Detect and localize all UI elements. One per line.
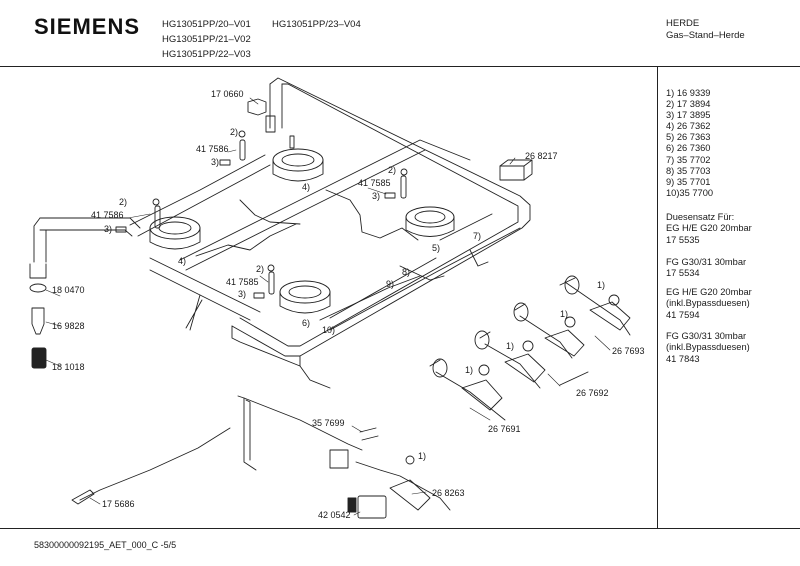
- parts-list-item: 3) 17 3895: [666, 110, 711, 121]
- callout-ref: 3): [211, 157, 220, 167]
- header-divider: [0, 66, 800, 67]
- callout-part-number: 41 7585: [358, 178, 391, 188]
- callout-part-number: 41 7585: [226, 277, 259, 287]
- parts-list-item: 8) 35 7703: [666, 165, 711, 176]
- model-number: HG13051PP/23–V04: [272, 19, 361, 30]
- burner-front-right: [279, 280, 331, 314]
- model-list-secondary: HG13051PP/23–V04: [272, 17, 361, 32]
- ignition-module: [499, 159, 533, 181]
- leader-lines: [45, 97, 611, 516]
- thermocouple-assembly: [71, 395, 451, 519]
- callout-ref: 6): [302, 318, 311, 328]
- parts-list-item: 10)35 7700: [666, 187, 714, 198]
- callout-ref: 8): [402, 267, 411, 277]
- parts-list-item: 5) 26 7363: [666, 132, 711, 143]
- callout-part-number: 41 7586: [196, 144, 229, 154]
- callout-ref: 4): [178, 256, 187, 266]
- brand-logo: SIEMENS: [34, 14, 141, 39]
- parts-list-item: 9) 35 7701: [666, 176, 711, 187]
- nozzle-note: FG G30/31 30mbar (inkl.Bypassduesen) 41 …: [666, 331, 750, 365]
- nozzle-note-line: (inkl.Bypassduesen): [666, 298, 750, 309]
- callout-ref: 1): [597, 280, 606, 290]
- parts-list-item: 4) 26 7362: [666, 121, 711, 132]
- nozzle-note-line: FG G30/31 30mbar: [666, 331, 747, 341]
- parts-list-item: 6) 26 7360: [666, 143, 711, 154]
- callout-part-number: 41 7586: [91, 210, 124, 220]
- callout-part-number: 26 7691: [488, 424, 521, 434]
- nozzle-note-line: 17 5535: [666, 234, 700, 245]
- nozzle-note: Duesensatz Für: EG H/E G20 20mbar 17 553…: [666, 212, 752, 246]
- nozzle-note-line: EG H/E G20 20mbar: [666, 287, 752, 297]
- callout-ref: 3): [104, 224, 113, 234]
- callout-ref: 2): [388, 165, 397, 175]
- left-fittings: [29, 263, 47, 369]
- callout-ref: 1): [465, 365, 474, 375]
- nozzle-note: FG G30/31 30mbar 17 5534: [666, 257, 746, 280]
- callout-part-number: 17 0660: [211, 89, 244, 99]
- parts-list-item: 2) 17 3894: [666, 99, 711, 110]
- gas-valves: [429, 275, 631, 421]
- callout-ref: 10): [322, 325, 336, 335]
- callout-ref: 1): [418, 451, 427, 461]
- burner-rear-right: [405, 206, 455, 237]
- model-number: HG13051PP/21–V02: [162, 34, 251, 45]
- parts-list: 1) 16 9339 2) 17 3894 3) 17 3895 4) 26 7…: [666, 88, 713, 199]
- model-number: HG13051PP/20–V01: [162, 19, 251, 30]
- ignition-electrodes: [115, 130, 408, 299]
- callout-ref: 4): [302, 182, 311, 192]
- nozzle-note-line: 17 5534: [666, 268, 700, 279]
- document-id: 58300000092195_AET_000_C -5/5: [34, 540, 177, 550]
- callout-ref: 7): [473, 231, 482, 241]
- callout-ref: 9): [386, 279, 395, 289]
- footer-divider: [0, 528, 800, 529]
- callout-part-number: 18 1018: [52, 362, 85, 372]
- callout-ref: 5): [432, 243, 441, 253]
- burner-front-left: [149, 216, 201, 250]
- callout-ref: 3): [238, 289, 247, 299]
- callout-part-number: 35 7699: [312, 418, 345, 428]
- callout-ref: 1): [560, 309, 569, 319]
- callout-part-number: 26 8217: [525, 151, 558, 161]
- callout-part-number: 26 7693: [612, 346, 645, 356]
- callout-ref: 3): [372, 191, 381, 201]
- nozzle-note: EG H/E G20 20mbar (inkl.Bypassduesen) 41…: [666, 287, 752, 321]
- category-title: HERDE: [666, 18, 700, 29]
- nozzle-note-line: (inkl.Bypassduesen): [666, 342, 750, 353]
- model-list-primary: HG13051PP/20–V01 HG13051PP/21–V02 HG1305…: [162, 17, 251, 62]
- nozzle-note-line: 41 7594: [666, 309, 700, 320]
- nozzle-note-line: FG G30/31 30mbar: [666, 257, 747, 267]
- nozzle-note-line: Duesensatz Für:: [666, 212, 735, 222]
- exploded-parts-drawing: [29, 77, 631, 519]
- callout-ref: 2): [230, 127, 239, 137]
- callout-part-number: 42 0542: [318, 510, 351, 520]
- nozzle-note-line: 41 7843: [666, 353, 700, 364]
- callout-part-number: 17 5686: [102, 499, 135, 509]
- sidebar-divider: [657, 66, 658, 528]
- callout-part-number: 26 8263: [432, 488, 465, 498]
- callout-ref: 1): [506, 341, 515, 351]
- product-category: HERDE Gas–Stand–Herde: [666, 18, 745, 42]
- callout-part-number: 18 0470: [52, 285, 85, 295]
- parts-list-item: 1) 16 9339: [666, 88, 711, 98]
- category-subtitle: Gas–Stand–Herde: [666, 30, 745, 41]
- burner-rear-left: [272, 148, 324, 182]
- callout-part-number: 26 7692: [576, 388, 609, 398]
- model-number: HG13051PP/22–V03: [162, 49, 251, 60]
- callout-part-number: 16 9828: [52, 321, 85, 331]
- callout-ref: 2): [119, 197, 128, 207]
- nozzle-note-line: EG H/E G20 20mbar: [666, 223, 752, 234]
- gas-inlet-fitting: [247, 98, 276, 133]
- callout-ref: 2): [256, 264, 265, 274]
- parts-list-item: 7) 35 7702: [666, 154, 711, 165]
